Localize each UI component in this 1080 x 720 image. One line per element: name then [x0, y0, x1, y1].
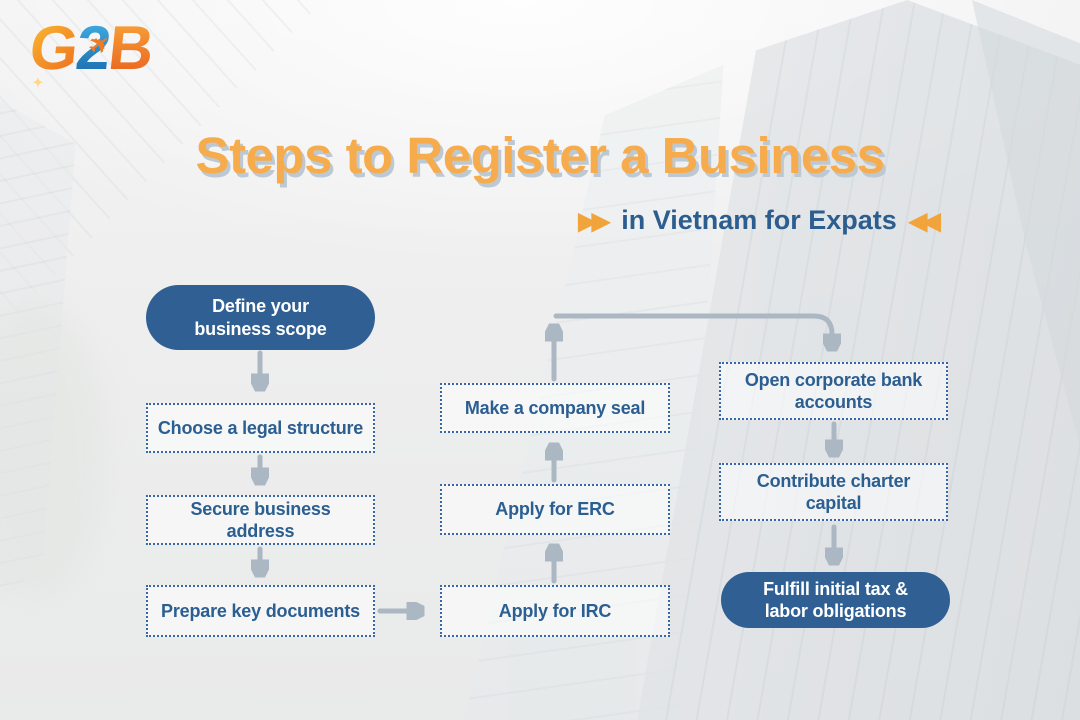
- step-label: Prepare key documents: [161, 600, 360, 621]
- step-fulfill-tax-labor-obligations: Fulfill initial tax & labor obligations: [721, 572, 950, 628]
- step-label: Contribute charter capital: [756, 470, 911, 514]
- step-label: Choose a legal structure: [157, 417, 364, 438]
- double-arrow-left-icon: ◀◀: [908, 208, 941, 235]
- step-contribute-charter-capital: Contribute charter capital: [719, 463, 948, 521]
- step-apply-for-erc: Apply for ERC: [440, 484, 670, 535]
- page-title: Steps to Register a Business: [195, 127, 885, 184]
- page-subtitle: ▶▶ in Vietnam for Expats ◀◀: [537, 205, 977, 236]
- step-label: Make a company seal: [464, 397, 646, 418]
- step-label: Secure business address: [190, 498, 331, 542]
- step-label: Fulfill initial tax & labor obligations: [763, 578, 908, 622]
- arrow-elbow-to-bank: [553, 313, 832, 346]
- double-arrow-right-icon: ▶▶: [578, 208, 610, 235]
- step-apply-for-irc: Apply for IRC: [440, 585, 670, 637]
- step-label: Apply for IRC: [498, 600, 612, 621]
- step-open-bank-accounts: Open corporate bank accounts: [719, 362, 948, 420]
- step-prepare-key-documents: Prepare key documents: [146, 585, 375, 637]
- subtitle-text: in Vietnam for Expats: [621, 205, 897, 235]
- step-secure-business-address: Secure business address: [146, 495, 375, 545]
- step-make-company-seal: Make a company seal: [440, 383, 670, 433]
- step-choose-legal-structure: Choose a legal structure: [146, 403, 375, 453]
- step-label: Open corporate bank accounts: [744, 369, 923, 413]
- step-label: Define your business scope: [194, 296, 327, 339]
- step-label: Apply for ERC: [495, 499, 615, 520]
- step-define-business-scope: Define your business scope: [146, 285, 375, 350]
